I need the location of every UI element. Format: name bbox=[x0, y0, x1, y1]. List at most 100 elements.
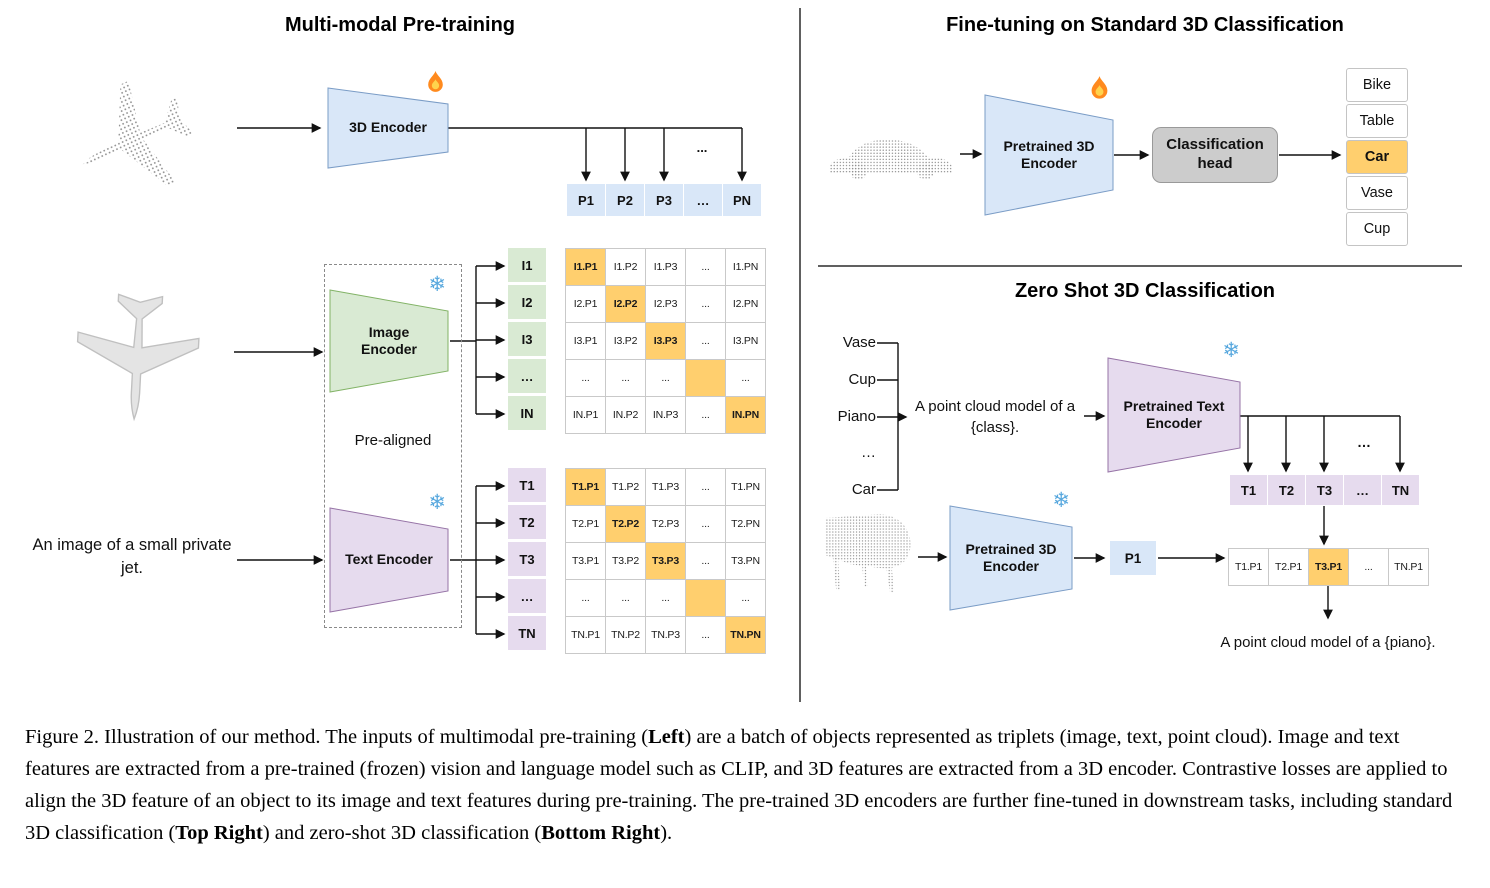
snowflake-icon: ❄ bbox=[1052, 489, 1070, 512]
matrix-cell: T3.PN bbox=[726, 543, 765, 579]
text-input: An image of a small private jet. bbox=[32, 536, 232, 578]
matrix-cell: IN.PN bbox=[726, 397, 765, 433]
image-encoder-label: Image Encoder bbox=[360, 323, 417, 358]
i-cell: I1 bbox=[508, 248, 546, 282]
matrix-cell: I2.P1 bbox=[566, 286, 605, 322]
snowflake-icon: ❄ bbox=[1222, 339, 1240, 362]
matrix-cell: T3.P2 bbox=[606, 543, 645, 579]
zeroshot-result-row: T1.P1 T2.P1 T3.P1 ... TN.P1 bbox=[1228, 548, 1429, 586]
matrix-cell: ... bbox=[686, 397, 725, 433]
matrix-cell: I3.PN bbox=[726, 323, 765, 359]
matrix-cell: ... bbox=[686, 286, 725, 322]
matrix-cell: ... bbox=[606, 360, 645, 396]
matrix-cell: I2.P2 bbox=[606, 286, 645, 322]
car-point-cloud bbox=[824, 116, 958, 188]
matrix-cell: T1.P2 bbox=[606, 469, 645, 505]
matrix-cell: ... bbox=[686, 469, 725, 505]
t-cell: T3 bbox=[1306, 475, 1343, 505]
matrix-cell: ... bbox=[1349, 549, 1388, 585]
p-cell: PN bbox=[723, 184, 761, 216]
matrix-cell: ... bbox=[686, 506, 725, 542]
class-cell: Table bbox=[1346, 104, 1408, 138]
matrix-cell: T2.P1 bbox=[566, 506, 605, 542]
matrix-cell-selected: T3.P1 bbox=[1309, 549, 1348, 585]
matrix-cell: ... bbox=[566, 360, 605, 396]
piano-point-cloud bbox=[814, 500, 916, 600]
airplane-point-cloud bbox=[36, 50, 236, 228]
matrix-cell: ... bbox=[686, 543, 725, 579]
matrix-cell: T2.P1 bbox=[1269, 549, 1308, 585]
text-encoder: Text Encoder ❄ bbox=[329, 492, 449, 613]
matrix-cell: TN.P2 bbox=[606, 617, 645, 653]
class-cell: Cup bbox=[1346, 212, 1408, 246]
zeroshot-title: Zero Shot 3D Classification bbox=[1014, 280, 1276, 302]
matrix-cell: T3.P1 bbox=[566, 543, 605, 579]
fire-icon bbox=[423, 70, 448, 99]
prompt-text: A point cloud model of a {class}. bbox=[914, 398, 1076, 436]
class-cell: Vase bbox=[1346, 176, 1408, 210]
text-feature-column: T1 T2 T3 … TN bbox=[508, 468, 546, 650]
image-feature-column: I1 I2 I3 … IN bbox=[508, 248, 546, 430]
p-cell: P2 bbox=[606, 184, 644, 216]
caption-segment: ) and zero-shot 3D classification ( bbox=[262, 821, 542, 844]
zeroshot-result-text: A point cloud model of a {piano}. bbox=[1220, 634, 1436, 651]
matrix-cell: I3.P1 bbox=[566, 323, 605, 359]
matrix-cell: TN.P3 bbox=[646, 617, 685, 653]
t-cell: TN bbox=[1382, 475, 1419, 505]
text-point-contrastive-matrix: T1.P1 T1.P2 T1.P3 ... T1.PN T2.P1 T2.P2 … bbox=[565, 468, 766, 654]
left-panel-title: Multi-modal Pre-training bbox=[285, 14, 515, 36]
matrix-cell: TN.PN bbox=[726, 617, 765, 653]
finetune-title: Fine-tuning on Standard 3D Classificatio… bbox=[946, 14, 1344, 36]
matrix-cell: ... bbox=[686, 323, 725, 359]
zeroshot-class-ellipsis: … bbox=[861, 444, 876, 461]
p-row-ellipsis: ... bbox=[696, 140, 708, 155]
encoder-3d: 3D Encoder bbox=[327, 71, 449, 169]
matrix-cell: I1.P1 bbox=[566, 249, 605, 285]
class-cell: Bike bbox=[1346, 68, 1408, 102]
t-cell: … bbox=[508, 579, 546, 613]
p1-cell: P1 bbox=[1110, 541, 1156, 575]
matrix-cell: ... bbox=[646, 580, 685, 616]
matrix-cell: IN.P2 bbox=[606, 397, 645, 433]
matrix-cell: I2.PN bbox=[726, 286, 765, 322]
t-cell: T3 bbox=[508, 542, 546, 576]
matrix-cell: IN.P3 bbox=[646, 397, 685, 433]
pre-aligned-box bbox=[324, 264, 462, 628]
matrix-cell: T2.P2 bbox=[606, 506, 645, 542]
t-cell: … bbox=[1344, 475, 1381, 505]
classification-head: Classification head bbox=[1152, 127, 1278, 183]
matrix-cell: I3.P3 bbox=[646, 323, 685, 359]
t-cell: TN bbox=[508, 616, 546, 650]
matrix-cell: T1.P1 bbox=[1229, 549, 1268, 585]
caption-bold-left: Left bbox=[648, 726, 685, 748]
matrix-cell: ... bbox=[686, 249, 725, 285]
matrix-cell: ... bbox=[686, 617, 725, 653]
finetune-3d-encoder-label: Pretrained 3D Encoder bbox=[1003, 137, 1095, 172]
airplane-image bbox=[40, 272, 235, 437]
caption-bold-bottom-right: Bottom Right bbox=[541, 821, 661, 844]
t-cell: T2 bbox=[508, 505, 546, 539]
class-cell-selected: Car bbox=[1346, 140, 1408, 174]
pre-aligned-label: Pre-aligned bbox=[354, 432, 432, 449]
matrix-cell: TN.P1 bbox=[566, 617, 605, 653]
i-cell: IN bbox=[508, 396, 546, 430]
matrix-cell: ... bbox=[726, 580, 765, 616]
image-point-contrastive-matrix: I1.P1 I1.P2 I1.P3 ... I1.PN I2.P1 I2.P2 … bbox=[565, 248, 766, 434]
finetune-3d-encoder: Pretrained 3D Encoder bbox=[984, 76, 1114, 216]
zeroshot-3d-encoder-label: Pretrained 3D Encoder bbox=[965, 540, 1057, 575]
p-cell: P1 bbox=[567, 184, 605, 216]
zeroshot-class-label: Vase bbox=[842, 334, 876, 351]
i-cell: I3 bbox=[508, 322, 546, 356]
caption-segment: ) are a batch of objects represented as … bbox=[25, 726, 1453, 844]
matrix-cell: I3.P2 bbox=[606, 323, 645, 359]
zeroshot-class-label: Cup bbox=[848, 371, 876, 388]
matrix-cell: I1.P2 bbox=[606, 249, 645, 285]
figure-caption: Figure 2. Illustration of our method. Th… bbox=[25, 722, 1467, 850]
matrix-cell: T2.P3 bbox=[646, 506, 685, 542]
pretrained-text-encoder: Pretrained Text Encoder ❄ bbox=[1107, 340, 1241, 473]
caption-segment: ). bbox=[660, 821, 673, 844]
zeroshot-t-row: T1 T2 T3 … TN bbox=[1230, 475, 1419, 505]
t-cell: T2 bbox=[1268, 475, 1305, 505]
matrix-cell: T3.P3 bbox=[646, 543, 685, 579]
encoder-3d-label: 3D Encoder bbox=[349, 119, 427, 136]
